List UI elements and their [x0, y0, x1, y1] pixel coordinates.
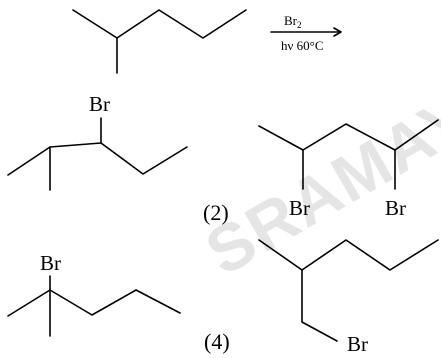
option-2-structure: (2) Br Br: [203, 119, 439, 225]
reaction-arrow-group: Br2 hν 60°C: [270, 13, 342, 53]
option-2-main-chain: [258, 119, 439, 151]
reactant-structure: [72, 9, 247, 74]
reaction-arrow-head: [333, 27, 342, 37]
option-1-bromine-label: Br: [89, 92, 110, 116]
option-2-bromine-left: Br: [289, 196, 310, 220]
reactant-main-chain: [72, 9, 247, 39]
option-3-bromine-label: Br: [40, 251, 61, 275]
option-2-label: (2): [203, 200, 229, 225]
option-1-structure: Br: [7, 92, 188, 191]
option-4-upper-chain: [258, 239, 439, 271]
option-1-main-chain: [7, 142, 188, 176]
option-4-structure: (4) Br: [204, 239, 439, 356]
option-4-label: (4): [204, 329, 230, 354]
option-4-bromine-label: Br: [347, 332, 368, 356]
option-4-lower-chain: [301, 269, 338, 342]
option-2-bromine-right: Br: [385, 196, 406, 220]
option-3-structure: Br: [7, 251, 181, 337]
watermark-text: SRAMAY: [193, 79, 441, 289]
option-3-main-chain: [7, 289, 181, 317]
reagent-bromine: Br2: [284, 13, 302, 30]
reaction-conditions: hν 60°C: [281, 38, 324, 53]
